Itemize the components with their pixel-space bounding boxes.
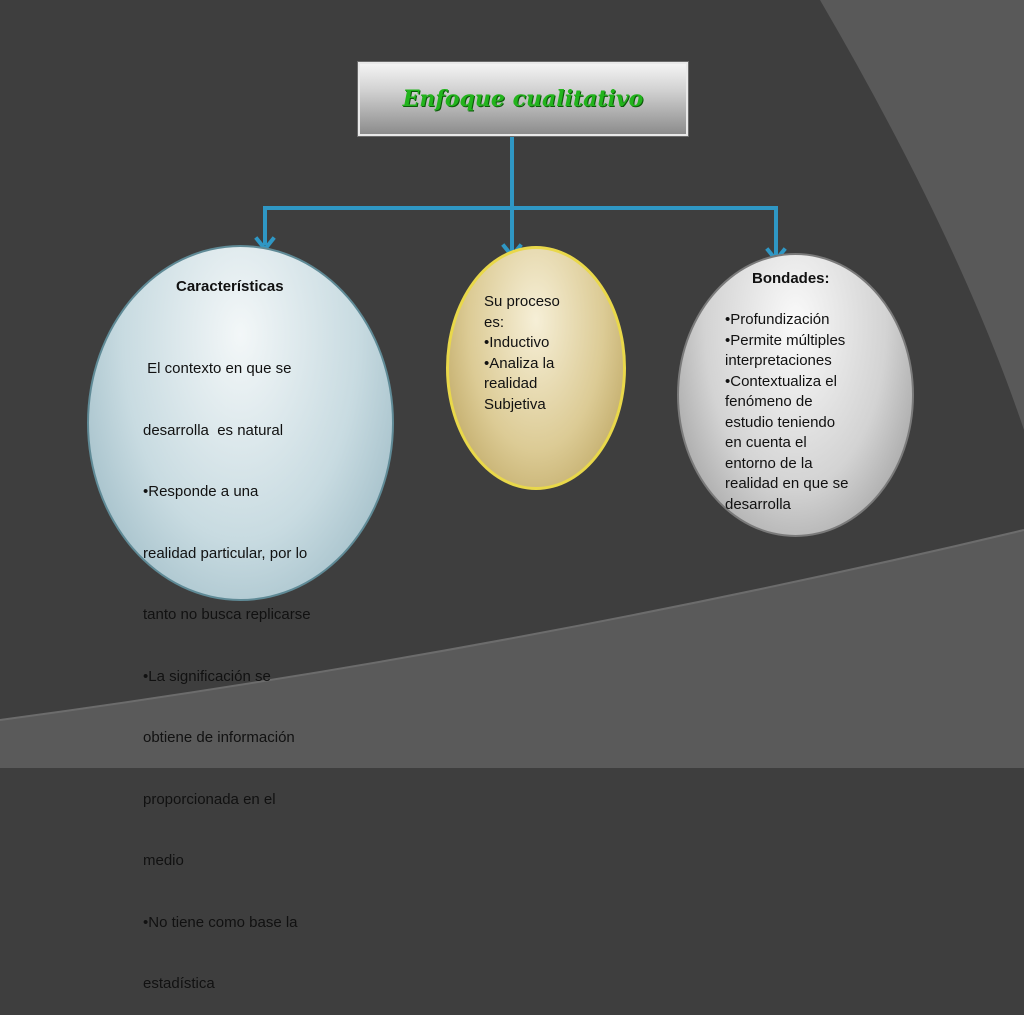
text-line: El contexto en que se — [143, 360, 292, 377]
text-line: estudio teniendo — [725, 413, 836, 431]
text-line: •Contextualiza el — [725, 372, 837, 390]
text-line: es: — [484, 313, 505, 331]
text-line: proporcionada en el — [143, 790, 276, 808]
text-line: realidad — [484, 375, 538, 392]
text-line: en cuenta el — [725, 434, 807, 451]
text-line: obtiene de información — [143, 729, 295, 746]
text-line: medio — [143, 852, 184, 869]
benefits-ellipse — [677, 253, 914, 537]
text-line: interpretaciones — [725, 352, 832, 369]
text-line: •Inductivo — [484, 334, 550, 351]
text-line: •No tiene como base la — [143, 913, 298, 931]
characteristics-ellipse — [87, 245, 394, 601]
text-line: Su proceso — [484, 293, 560, 310]
characteristics-heading: Características — [176, 278, 284, 295]
text-line: desarrolla es natural — [143, 421, 284, 439]
process-ellipse — [446, 246, 626, 490]
text-line: •Profundización — [725, 311, 830, 328]
benefits-text: •Profundización •Permite múltiples inter… — [725, 310, 848, 515]
title-box: Enfoque cualitativo — [357, 61, 689, 137]
text-line: entorno de la — [725, 454, 813, 472]
text-line: •Analiza la — [484, 354, 555, 372]
process-text: Su proceso es: •Inductivo •Analiza la re… — [484, 292, 560, 415]
text-line: realidad particular, por lo — [143, 544, 308, 562]
text-line: desarrolla — [725, 495, 791, 513]
benefits-heading: Bondades: — [752, 270, 830, 287]
text-line: tanto no busca replicarse — [143, 606, 311, 623]
title: Enfoque cualitativo — [402, 86, 644, 112]
background-curve-right — [820, 0, 1024, 430]
text-line: •Responde a una — [143, 483, 259, 500]
characteristics-text: El contexto en que se desarrolla es natu… — [143, 318, 311, 1015]
text-line: fenómeno de — [725, 393, 813, 410]
text-line: •La significación se — [143, 667, 271, 685]
text-line: realidad en que se — [725, 475, 849, 492]
text-line: estadística — [143, 975, 215, 992]
background-curve-bottom — [0, 530, 1024, 768]
text-line: Subjetiva — [484, 395, 546, 413]
text-line: •Permite múltiples — [725, 331, 846, 349]
